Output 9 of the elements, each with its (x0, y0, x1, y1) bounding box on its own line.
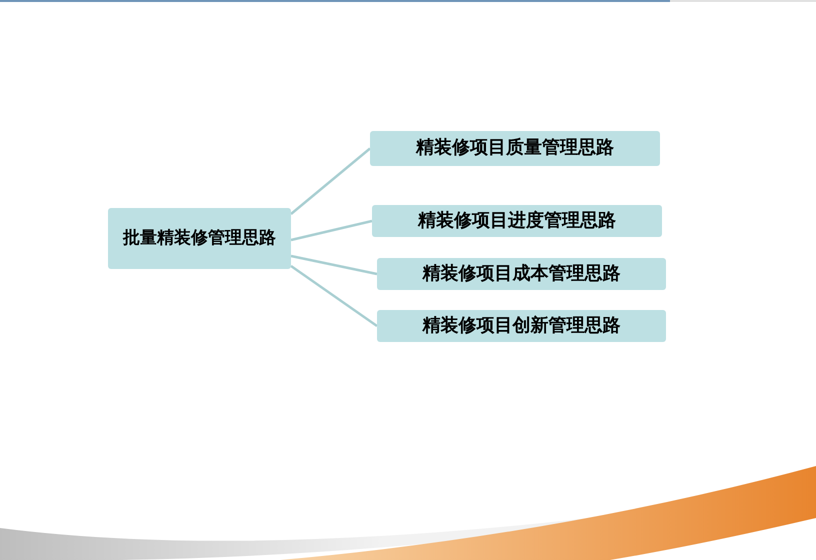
branch-box: 精装修项目成本管理思路 (377, 258, 666, 290)
root-box: 批量精装修管理思路 (108, 208, 291, 269)
branch-box: 精装修项目质量管理思路 (370, 131, 660, 166)
connector-line (290, 264, 378, 328)
connector-line (290, 148, 371, 215)
connector-line (290, 220, 372, 242)
connector-line (290, 254, 378, 276)
branch-box: 精装修项目进度管理思路 (372, 205, 662, 237)
branch-box: 精装修项目创新管理思路 (377, 310, 666, 342)
